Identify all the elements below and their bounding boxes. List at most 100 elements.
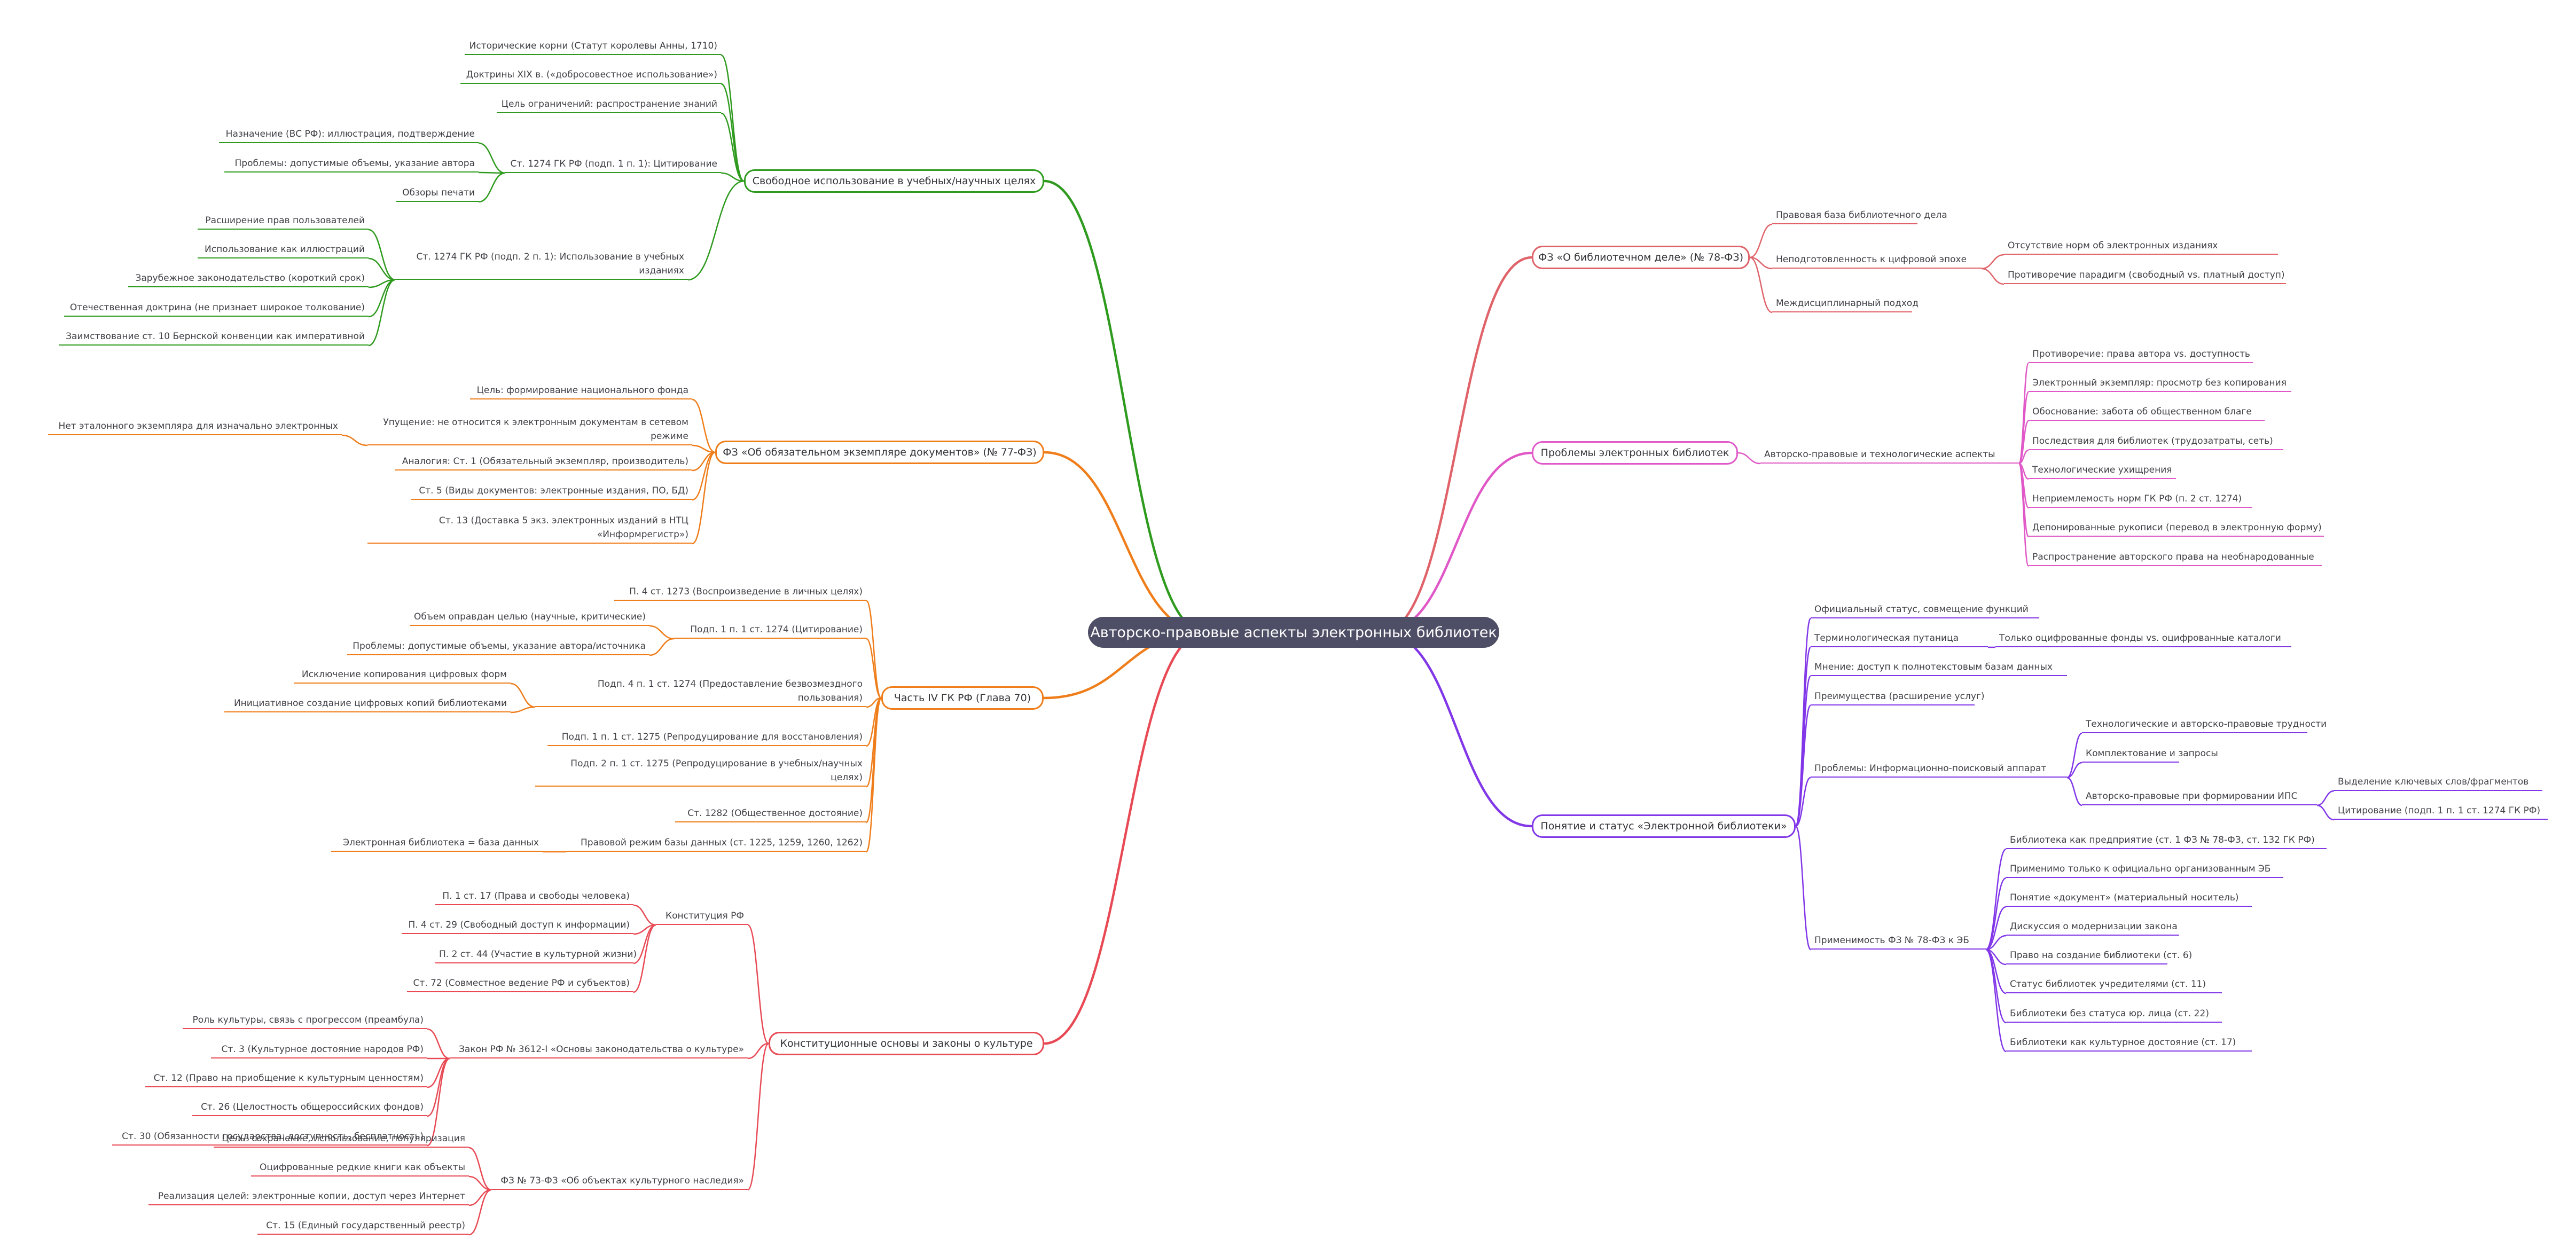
topic-constitution-2-2[interactable]: Ст. 3 (Культурное достояние народов РФ) <box>211 1042 427 1058</box>
topic-concept-5-3-2[interactable]: Цитирование (подп. 1 п. 1 ст. 1274 ГК РФ… <box>2334 804 2548 820</box>
branch-concept[interactable]: Понятие и статус «Электронной библиотеки… <box>1532 814 1796 838</box>
topic-concept-4[interactable]: Преимущества (расширение услуг) <box>1811 689 1985 705</box>
topic-library-law-3[interactable]: Междисциплинарный подход <box>1772 296 1919 312</box>
topic-constitution-1-1[interactable]: П. 1 ст. 17 (Права и свободы человека) <box>435 889 633 905</box>
topic-constitution-2-3[interactable]: Ст. 12 (Право на приобщение к культурным… <box>145 1071 427 1087</box>
topic-constitution-2-1[interactable]: Роль культуры, связь с прогрессом (преам… <box>183 1013 427 1029</box>
branch-library-law[interactable]: ФЗ «О библиотечном деле» (№ 78-ФЗ) <box>1532 246 1750 269</box>
topic-concept-1[interactable]: Официальный статус, совмещение функций <box>1811 602 2039 618</box>
topic-fair-use-4[interactable]: Ст. 1274 ГК РФ (подп. 1 п. 1): Цитирован… <box>505 157 721 173</box>
topic-constitution-2-5[interactable]: Ст. 30 (Обязанности государства: доступн… <box>112 1130 427 1146</box>
topic-fair-use-1[interactable]: Исторические корни (Статут королевы Анны… <box>465 39 721 55</box>
connector-fair-use-5-1 <box>368 229 396 281</box>
topic-concept-2-1[interactable]: Только оцифрованные фонды vs. оцифрованн… <box>1995 631 2291 647</box>
topic-legal-deposit-5[interactable]: Ст. 13 (Доставка 5 экз. электронных изда… <box>367 514 692 544</box>
topic-concept-5-2[interactable]: Комплектование и запросы <box>2082 747 2218 763</box>
topic-civil-code-2-1[interactable]: Объем оправдан целью (научные, критическ… <box>410 610 649 626</box>
topic-legal-deposit-3[interactable]: Аналогия: Ст. 1 (Обязательный экземпляр,… <box>395 454 692 470</box>
topic-constitution-3-3[interactable]: Реализация целей: электронные копии, дос… <box>148 1189 469 1205</box>
topic-concept-6-8[interactable]: Библиотеки как культурное достояние (ст.… <box>2006 1036 2252 1052</box>
topic-civil-code-3-2[interactable]: Инициативное создание цифровых копий биб… <box>224 696 511 712</box>
topic-civil-code-7-1[interactable]: Электронная библиотека = база данных <box>331 836 543 852</box>
branch-problems[interactable]: Проблемы электронных библиотек <box>1532 441 1738 465</box>
topic-library-law-2-1[interactable]: Отсутствие норм об электронных изданиях <box>2004 239 2278 255</box>
topic-concept-6-6[interactable]: Статус библиотек учредителями (ст. 11) <box>2006 977 2222 993</box>
topic-fair-use-2[interactable]: Доктрины XIX в. («добросовестное использ… <box>460 68 721 84</box>
topic-problems-1-3[interactable]: Обоснование: забота об общественном благ… <box>2029 405 2265 421</box>
topic-constitution-3[interactable]: ФЗ № 73-ФЗ «Об объектах культурного насл… <box>491 1174 748 1190</box>
topic-constitution-1-4[interactable]: Ст. 72 (Совместное ведение РФ и субъекто… <box>407 976 633 992</box>
topic-constitution-3-1[interactable]: Цель: сохранение, использование, популяр… <box>214 1132 469 1148</box>
topic-legal-deposit-1[interactable]: Цель: формирование национального фонда <box>470 383 692 399</box>
topic-library-law-2-2[interactable]: Противоречие парадигм (свободный vs. пла… <box>2004 268 2286 284</box>
topic-problems-1-6[interactable]: Неприемлемость норм ГК РФ (п. 2 ст. 1274… <box>2029 492 2252 508</box>
topic-fair-use-5-5[interactable]: Заимствование ст. 10 Бернской конвенции … <box>59 330 369 346</box>
topic-concept-6-2[interactable]: Применимо только к официально организова… <box>2006 862 2283 878</box>
topic-concept-5-3[interactable]: Авторско-правовые при формировании ИПС <box>2082 789 2317 805</box>
topic-library-law-1[interactable]: Правовая база библиотечного дела <box>1772 208 1947 224</box>
connector-fair-use-3 <box>721 112 745 182</box>
topic-fair-use-5-3[interactable]: Зарубежное законодательство (короткий ср… <box>128 271 369 287</box>
topic-concept-6-7[interactable]: Библиотеки без статуса юр. лица (ст. 22) <box>2006 1007 2222 1023</box>
topic-concept-5-3-1[interactable]: Выделение ключевых слов/фрагментов <box>2334 775 2542 791</box>
branch-legal-deposit[interactable]: ФЗ «Об обязательном экземпляре документо… <box>715 441 1044 464</box>
topic-problems-1-2[interactable]: Электронный экземпляр: просмотр без копи… <box>2029 376 2291 392</box>
topic-civil-code-2-2[interactable]: Проблемы: допустимые объемы, указание ав… <box>347 639 649 655</box>
topic-concept-5[interactable]: Проблемы: Информационно-поисковый аппара… <box>1811 762 2067 778</box>
topic-constitution-2-4[interactable]: Ст. 26 (Целостность общероссийских фондо… <box>192 1100 427 1116</box>
topic-legal-deposit-2[interactable]: Упущение: не относится к электронным док… <box>367 415 692 445</box>
topic-fair-use-5-1[interactable]: Расширение прав пользователей <box>198 214 369 230</box>
topic-concept-6-4[interactable]: Дискуссия о модернизации закона <box>2006 920 2179 936</box>
topic-concept-3[interactable]: Мнение: доступ к полнотекстовым базам да… <box>1811 660 2067 676</box>
topic-concept-5-1[interactable]: Технологические и авторско-правовые труд… <box>2082 717 2327 733</box>
topic-fair-use-4-2[interactable]: Проблемы: допустимые объемы, указание ав… <box>224 156 479 172</box>
topic-problems-1-4[interactable]: Последствия для библиотек (трудозатраты,… <box>2029 434 2283 450</box>
topic-constitution-3-4[interactable]: Ст. 15 (Единый государственный реестр) <box>257 1219 469 1235</box>
topic-concept-6-1[interactable]: Библиотека как предприятие (ст. 1 ФЗ № 7… <box>2006 833 2327 849</box>
connector-concept-5-2 <box>2066 762 2082 779</box>
branch-fair-use[interactable]: Свободное использование в учебных/научны… <box>744 169 1044 193</box>
connector-concept-6-1 <box>1985 848 2007 951</box>
topic-civil-code-2[interactable]: Подп. 1 п. 1 ст. 1274 (Цитирование) <box>674 623 866 639</box>
topic-civil-code-6[interactable]: Ст. 1282 (Общественное достояние) <box>675 806 866 822</box>
topic-concept-6-5[interactable]: Право на создание библиотеки (ст. 6) <box>2006 948 2192 964</box>
topic-concept-2[interactable]: Терминологическая путаница <box>1811 631 1988 647</box>
topic-problems-1[interactable]: Авторско-правовые и технологические аспе… <box>1760 448 2019 464</box>
topic-concept-6[interactable]: Применимость ФЗ № 78-ФЗ к ЭБ <box>1811 934 1986 950</box>
connector-fair-use-5-5 <box>368 279 396 347</box>
topic-civil-code-7[interactable]: Правовой режим базы данных (ст. 1225, 12… <box>566 836 866 852</box>
topic-library-law-2[interactable]: Неподготовленность к цифровой эпохе <box>1772 253 1982 269</box>
topic-legal-deposit-2-1[interactable]: Нет эталонного экземпляра для изначально… <box>48 419 342 435</box>
topic-constitution-3-2[interactable]: Оцифрованные редкие книги как объекты <box>251 1160 469 1177</box>
root-topic[interactable]: Авторско-правовые аспекты электронных би… <box>1088 617 1499 648</box>
topic-civil-code-3-1[interactable]: Исключение копирования цифровых форм <box>294 668 511 684</box>
connector-fair-use-1 <box>721 54 745 182</box>
connector-civil-code-2-1 <box>649 625 675 640</box>
topic-fair-use-4-1[interactable]: Назначение (ВС РФ): иллюстрация, подтвер… <box>219 127 479 143</box>
topic-fair-use-3[interactable]: Цель ограничений: распространение знаний <box>497 97 721 113</box>
topic-constitution-1[interactable]: Конституция РФ <box>656 909 748 925</box>
topic-constitution-1-3[interactable]: П. 2 ст. 44 (Участие в культурной жизни) <box>435 947 637 963</box>
topic-problems-1-8[interactable]: Распространение авторского права на необ… <box>2029 550 2322 566</box>
topic-fair-use-4-3[interactable]: Обзоры печати <box>396 186 479 202</box>
topic-civil-code-4[interactable]: Подп. 1 п. 1 ст. 1275 (Репродуцирование … <box>547 730 866 746</box>
topic-civil-code-1[interactable]: П. 4 ст. 1273 (Воспроизведение в личных … <box>614 585 866 601</box>
topic-civil-code-5[interactable]: Подп. 2 п. 1 ст. 1275 (Репродуцирование … <box>535 757 866 787</box>
topic-fair-use-5-2[interactable]: Использование как иллюстраций <box>198 242 369 258</box>
topic-fair-use-5[interactable]: Ст. 1274 ГК РФ (подп. 2 п. 1): Использов… <box>395 250 688 280</box>
branch-civil-code[interactable]: Часть IV ГК РФ (Глава 70) <box>881 686 1044 710</box>
topic-problems-1-7[interactable]: Депонированные рукописи (перевод в элект… <box>2029 521 2324 537</box>
topic-constitution-2[interactable]: Закон РФ № 3612-I «Основы законодательст… <box>450 1042 748 1058</box>
connector-concept-5-1 <box>2066 732 2082 779</box>
connector-library-law-2-1 <box>1981 254 2005 270</box>
branch-constitution[interactable]: Конституционные основы и законы о культу… <box>769 1032 1044 1055</box>
connector-constitution-1-4 <box>633 924 656 993</box>
topic-problems-1-1[interactable]: Противоречие: права автора vs. доступнос… <box>2029 347 2253 363</box>
main-connector-legal-deposit <box>1044 451 1206 634</box>
topic-problems-1-5[interactable]: Технологические ухищрения <box>2029 463 2176 479</box>
topic-constitution-1-2[interactable]: П. 4 ст. 29 (Свободный доступ к информац… <box>402 918 633 934</box>
topic-civil-code-3[interactable]: Подп. 4 п. 1 ст. 1274 (Предоставление бе… <box>535 677 866 707</box>
topic-concept-6-3[interactable]: Понятие «документ» (материальный носител… <box>2006 891 2252 907</box>
topic-legal-deposit-4[interactable]: Ст. 5 (Виды документов: электронные изда… <box>411 484 692 500</box>
topic-fair-use-5-4[interactable]: Отечественная доктрина (не признает широ… <box>64 301 369 317</box>
